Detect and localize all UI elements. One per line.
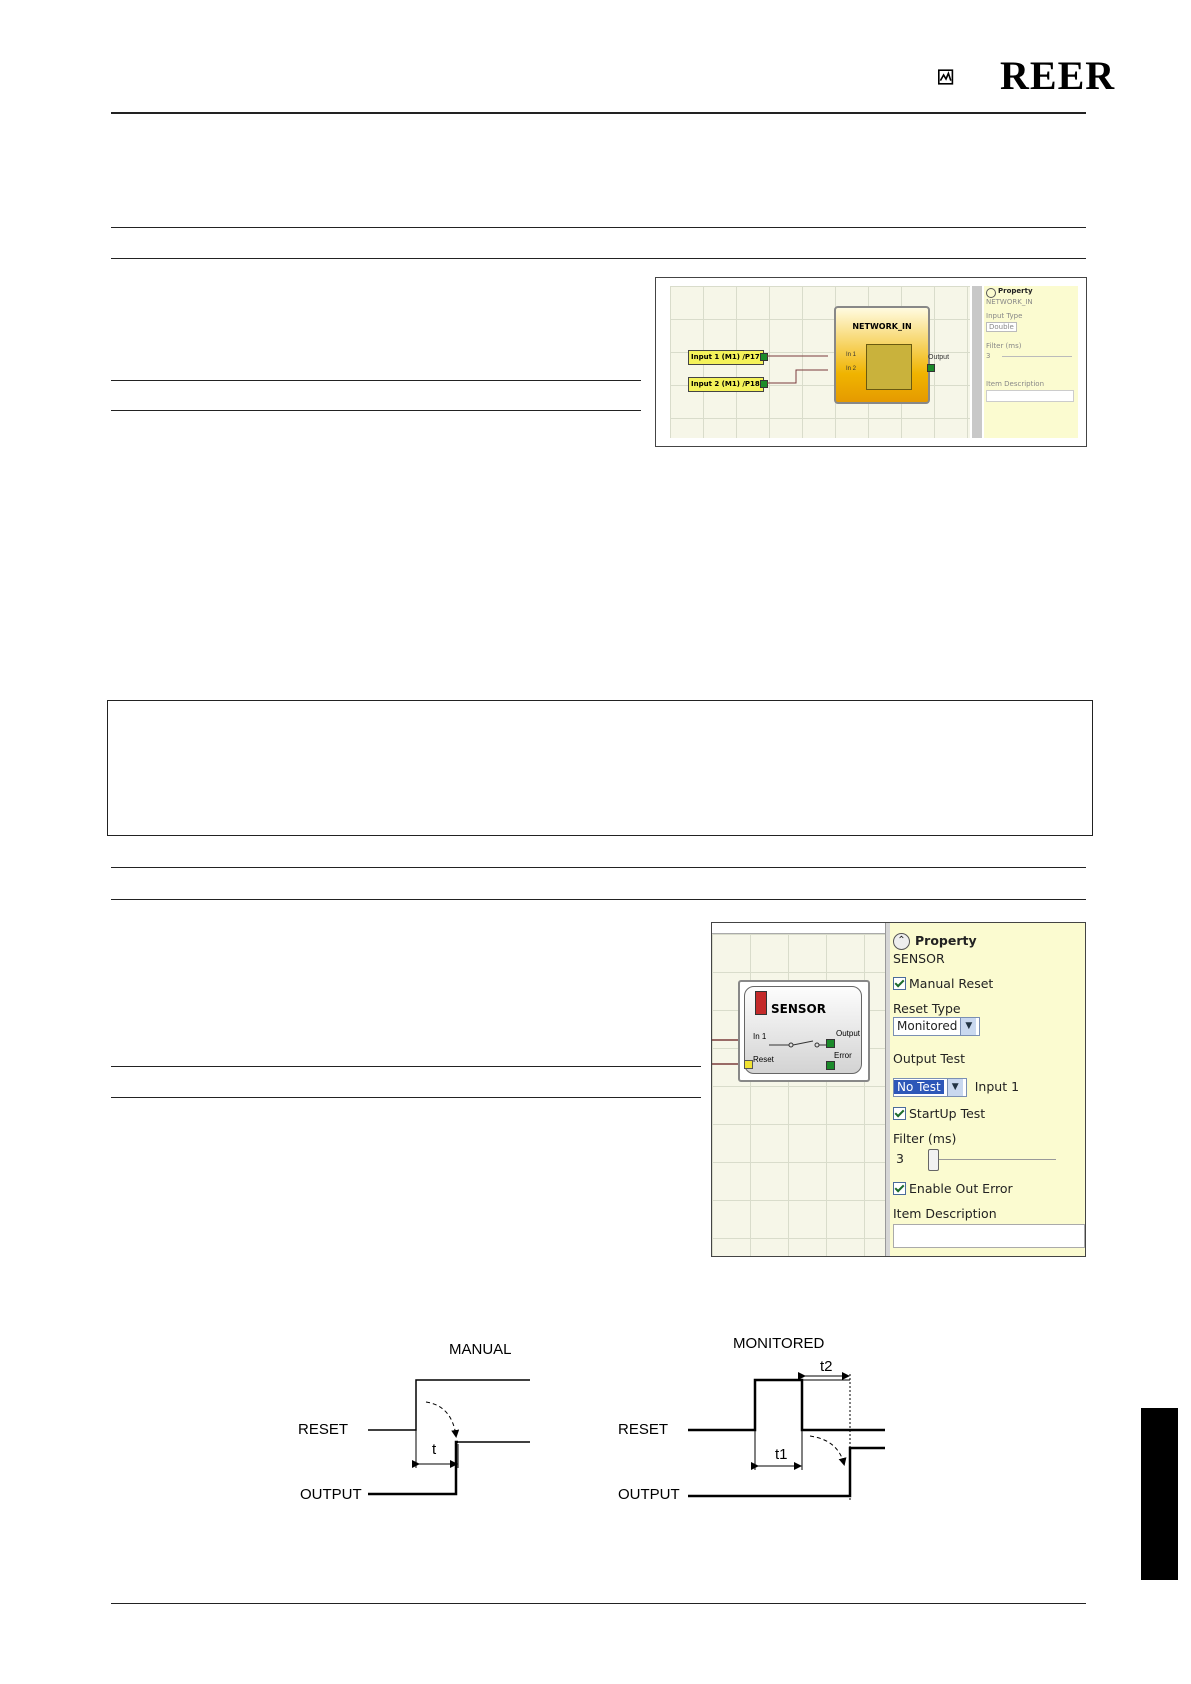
section-rule (111, 867, 1086, 868)
sensor-block[interactable]: SENSOR In 1 Reset (738, 980, 870, 1082)
network-in-screenshot: Input 1 (M1) /P17 Input 2 (M1) /P18 NETW… (655, 277, 1087, 447)
input2-label: Input 2 (M1) /P18 (691, 380, 760, 388)
monitored-t1-label: t1 (775, 1446, 788, 1463)
note-box (107, 700, 1093, 836)
chevron-down-icon: ▼ (946, 1079, 963, 1096)
monitored-title: MONITORED (733, 1335, 825, 1352)
reset-type-value: Monitored (897, 1019, 958, 1033)
port-reset-label: Reset (753, 1055, 774, 1064)
filter-value: 3 (986, 352, 991, 360)
sensor-screenshot: SENSOR In 1 Reset Output Error ⌃ Propert… (711, 922, 1086, 1257)
monitored-output-label: OUTPUT (618, 1486, 680, 1503)
startup-test-label: StartUp Test (909, 1106, 986, 1121)
port-in1-label: In 1 (846, 352, 857, 358)
sensor-wires (712, 1039, 748, 1065)
port-output-label: Output (836, 1029, 861, 1038)
output-test-select[interactable]: No Test▼ Input 1 (893, 1078, 1019, 1097)
panel-subtitle: NETWORK_IN (986, 298, 1033, 306)
chevron-down-icon: ▼ (960, 1018, 977, 1035)
enable-out-error-label: Enable Out Error (909, 1181, 1013, 1196)
filter-label: Filter (ms) (986, 342, 1022, 350)
property-panel: Property NETWORK_IN Input Type Double Fi… (984, 286, 1078, 438)
checkbox-checked-icon (893, 1182, 906, 1195)
manual-reset-label: Manual Reset (909, 976, 994, 991)
section-rule (111, 227, 1086, 228)
wires (767, 355, 828, 384)
section-rule (111, 899, 1086, 900)
collapse-icon[interactable]: ⌃ (893, 933, 910, 950)
section-rule (111, 258, 1086, 259)
monitored-reset-label: RESET (618, 1421, 669, 1438)
canvas-divider[interactable] (885, 923, 890, 1256)
reset-type-select[interactable]: Monitored▼ (893, 1017, 981, 1036)
block-title: NETWORK_IN (852, 322, 912, 331)
port-error-label: Error (834, 1051, 852, 1060)
output-port (826, 1039, 835, 1048)
canvas-scrollbar[interactable] (972, 286, 982, 438)
panel-title: Property (915, 933, 977, 948)
section-rule (111, 1097, 701, 1098)
chapter-tab (1141, 1408, 1178, 1580)
panel-subtitle: SENSOR (893, 951, 945, 966)
output-test-value: No Test (894, 1080, 944, 1094)
manual-timing-diagram (368, 1379, 530, 1496)
monitored-t2-label: t2 (820, 1358, 833, 1375)
checkbox-checked-icon (893, 977, 906, 990)
item-description-label: Item Description (986, 380, 1045, 388)
port-in2-label: In 2 (846, 366, 857, 372)
header-rule (111, 112, 1086, 114)
collapse-icon[interactable] (986, 288, 996, 298)
manual-output-label: OUTPUT (300, 1486, 362, 1503)
section-rule (111, 380, 641, 381)
safety-module-icon (866, 344, 912, 390)
canvas-top-bar (712, 923, 885, 934)
port-output-label: Output (928, 354, 950, 361)
monitored-timing-diagram (688, 1372, 885, 1500)
manual-t-label: t (432, 1441, 437, 1458)
sensor-inner: SENSOR In 1 Reset (744, 986, 862, 1074)
item-description-input[interactable] (893, 1224, 1085, 1248)
section-rule (111, 1066, 701, 1067)
footer-rule (111, 1603, 1086, 1604)
brand-name: REER (1000, 53, 1116, 98)
port-in1-label: In 1 (753, 1032, 767, 1041)
filter-label: Filter (ms) (893, 1131, 957, 1146)
startup-test-checkbox[interactable]: StartUp Test (893, 1106, 985, 1121)
filter-slider[interactable] (928, 1159, 1056, 1160)
input1-port (760, 353, 768, 361)
manual-reset-label: RESET (298, 1421, 349, 1438)
manual-reset-checkbox[interactable]: Manual Reset (893, 976, 993, 991)
reer-logo-icon (938, 69, 954, 85)
sensor-icon (755, 991, 767, 1015)
output-test-input: Input 1 (974, 1079, 1020, 1094)
property-panel: ⌃ Property SENSOR Manual Reset Reset Typ… (890, 923, 1085, 1256)
input2-port (760, 380, 768, 388)
block-title: SENSOR (771, 1002, 826, 1016)
item-description-input[interactable] (986, 390, 1074, 402)
input1-label: Input 1 (M1) /P17 (691, 353, 760, 361)
section-rule (111, 410, 641, 411)
manual-title: MANUAL (449, 1341, 512, 1358)
output-port (927, 364, 935, 372)
reset-port (744, 1060, 753, 1069)
item-description-label: Item Description (893, 1206, 997, 1221)
reset-type-label: Reset Type (893, 1001, 961, 1016)
panel-title: Property (998, 287, 1033, 295)
enable-out-error-checkbox[interactable]: Enable Out Error (893, 1181, 1013, 1196)
output-test-label: Output Test (893, 1051, 966, 1066)
filter-value: 3 (896, 1151, 904, 1166)
error-port (826, 1061, 835, 1070)
filter-slider-thumb[interactable] (928, 1149, 939, 1171)
filter-slider[interactable] (1002, 356, 1072, 357)
network-in-block[interactable]: NETWORK_IN In 1 In 2 (834, 306, 930, 404)
checkbox-checked-icon (893, 1107, 906, 1120)
input-type-select[interactable]: Double (986, 322, 1017, 332)
input-type-label: Input Type (986, 312, 1023, 320)
